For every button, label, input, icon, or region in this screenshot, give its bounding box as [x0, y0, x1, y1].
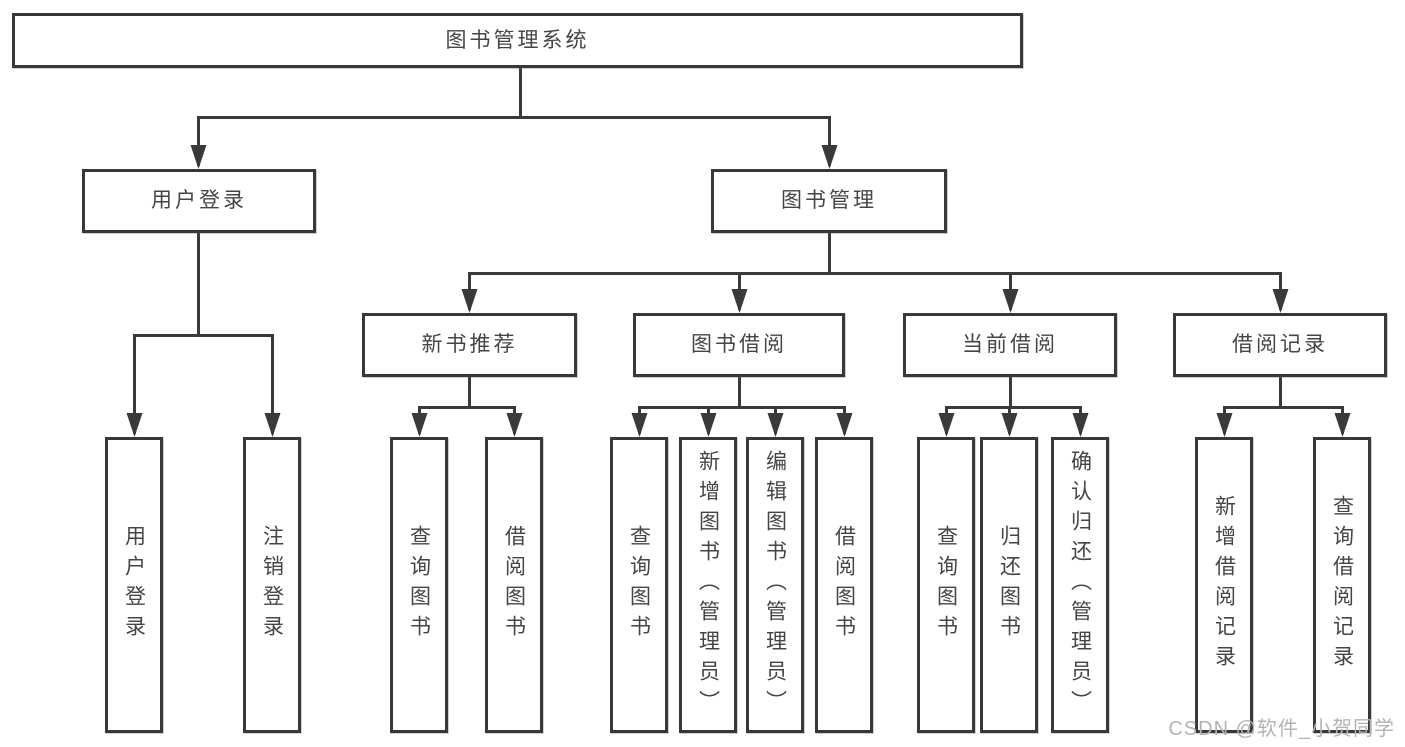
node-root-title: 图书管理系统 [12, 13, 1023, 68]
node-new-book-recommend: 新书推荐 [362, 313, 577, 377]
leaf-label: 新增借阅记录 [1212, 495, 1236, 675]
node-borrow-record: 借阅记录 [1173, 313, 1387, 377]
node-leaf-borrow-add-books-admin: 新增图书（管理员） [679, 437, 737, 733]
leaf-label: 用户登录 [122, 525, 146, 645]
leaf-label: 查询图书 [627, 525, 651, 645]
node-current-borrow: 当前借阅 [903, 313, 1117, 377]
node-leaf-newbook-query-books: 查询图书 [390, 437, 448, 733]
node-leaf-record-add-borrow-record: 新增借阅记录 [1195, 437, 1253, 733]
leaf-label: 查询图书 [934, 525, 958, 645]
connector-userlogin-to-leaves [133, 233, 274, 434]
leaf-label: 查询借阅记录 [1330, 495, 1354, 675]
leaf-label: 查询图书 [407, 525, 431, 645]
node-leaf-borrow-borrow-books: 借阅图书 [815, 437, 873, 733]
node-leaf-logout: 注销登录 [243, 437, 301, 733]
leaf-label: 新增图书（管理员） [696, 450, 720, 720]
node-leaf-current-query-books: 查询图书 [917, 437, 975, 733]
leaf-label: 注销登录 [260, 525, 284, 645]
connector-bookborrow-to-leaves [638, 377, 846, 434]
node-leaf-borrow-edit-books-admin: 编辑图书（管理员） [746, 437, 804, 733]
leaf-label: 借阅图书 [502, 525, 526, 645]
connector-borrowrecord-to-leaves [1223, 377, 1344, 434]
node-leaf-current-confirm-return-admin: 确认归还（管理员） [1051, 437, 1109, 733]
node-leaf-newbook-borrow-books: 借阅图书 [485, 437, 543, 733]
node-leaf-user-login: 用户登录 [105, 437, 163, 733]
leaf-label: 确认归还（管理员） [1068, 450, 1092, 720]
leaf-label: 归还图书 [997, 525, 1021, 645]
node-book-management: 图书管理 [711, 169, 947, 233]
node-leaf-record-query-borrow-record: 查询借阅记录 [1313, 437, 1371, 733]
arrowheads-down-icon [126, 145, 1351, 437]
leaf-label: 借阅图书 [832, 525, 856, 645]
node-leaf-borrow-query-books: 查询图书 [610, 437, 668, 733]
connector-currentborrow-to-leaves [945, 377, 1082, 434]
leaf-label: 编辑图书（管理员） [763, 450, 787, 720]
connector-bookmgmt-to-level3 [468, 233, 1282, 310]
node-book-borrow: 图书借阅 [633, 313, 845, 377]
node-user-login: 用户登录 [82, 169, 316, 233]
connector-root-to-level2 [197, 68, 831, 166]
node-leaf-current-return-books: 归还图书 [980, 437, 1038, 733]
csdn-watermark: CSDN @软件_小贺同学 [1168, 718, 1395, 740]
connector-newbook-to-leaves [418, 377, 516, 434]
